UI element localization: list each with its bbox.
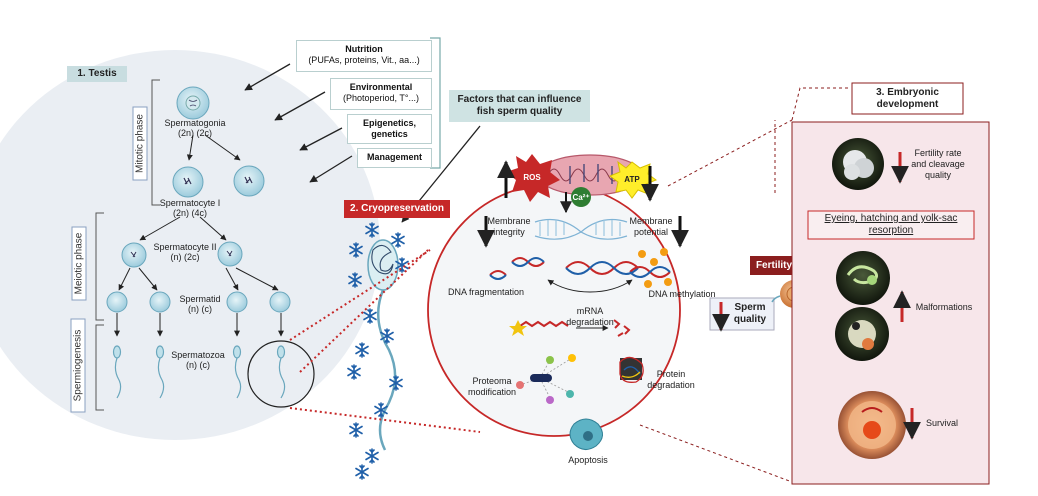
spermatocyte1-name: Spermatocyte I	[159, 198, 221, 208]
lineage-arrows	[114, 134, 284, 337]
spermiogenesis-label: Spermiogenesis	[70, 318, 86, 413]
mrna-fragments	[613, 319, 631, 337]
atp-label: ATP	[624, 175, 640, 184]
protein-label-1: Protein	[656, 369, 686, 379]
mrna-cap	[509, 320, 527, 336]
dna-center	[565, 261, 639, 275]
proteoma-label-2: modification	[467, 387, 517, 397]
environmental-title: Environmental	[349, 82, 413, 92]
environmental-factor: Environmental (Photoperiod, T°...)	[330, 78, 432, 110]
nutrition-detail: (PUFAs, proteins, Vit., aa...)	[308, 55, 420, 65]
cleavage-egg-image	[832, 138, 884, 190]
mitotic-bracket	[151, 79, 160, 206]
mrna-label-1: mRNA	[576, 306, 604, 316]
factors-title-box	[449, 90, 590, 122]
membrane-potential-1: Membrane	[629, 216, 673, 226]
protein-label-2: degradation	[647, 380, 695, 390]
cryo-title: 2. Cryopreservation	[350, 203, 444, 214]
spermiogenesis-bracket	[95, 324, 104, 411]
epigenetics-title-2: genetics	[371, 129, 408, 139]
spermatozoa-name: Spermatozoa	[171, 350, 225, 360]
proteoma-label-1: Proteoma	[472, 376, 512, 386]
methyl-groups	[638, 248, 672, 288]
cryo-title-box	[344, 200, 450, 218]
spermatocyte1-ploidy: (2n) (4c)	[172, 208, 207, 218]
fertility-rate-1: Fertility rate	[914, 148, 962, 158]
embryo-title-2: development	[876, 99, 939, 110]
spermatid-cells	[106, 291, 291, 313]
fertility-rate-3: quality	[924, 170, 951, 180]
spermatozoon-highlight-circle	[247, 340, 315, 408]
hatching-larva-image	[836, 251, 890, 305]
calcium-ion	[571, 187, 591, 207]
zoom-lines	[289, 249, 481, 433]
proteoma-nodes	[516, 354, 576, 404]
factor-arrows	[244, 63, 353, 183]
protein-blob	[619, 356, 644, 383]
management-factor: Management	[357, 148, 432, 168]
malformations-label: Malformations	[915, 302, 973, 312]
survival-embryo-image	[838, 391, 906, 459]
eyeing-label-2: resorption	[868, 225, 914, 236]
spermatozoa-cells	[112, 345, 286, 399]
spermatogonia-cell	[176, 86, 210, 120]
spermatocyte2-cell-b	[217, 241, 243, 267]
spermatocyte2-ploidy: (n) (2c)	[170, 252, 200, 262]
apoptosis-cell	[569, 418, 603, 450]
membrane-integrity-1: Membrane	[487, 216, 531, 226]
mitotic-phase-label: Mitotic phase	[132, 106, 148, 181]
embryo-title-1: 3. Embryonic	[876, 87, 939, 98]
fertility-label: Fertility	[755, 260, 793, 271]
epigenetics-factor: Epigenetics, genetics	[347, 114, 432, 144]
sperm-quality-1: Sperm	[734, 302, 766, 313]
mrna-strand	[519, 320, 569, 328]
survival-label: Survival	[925, 418, 958, 428]
membrane	[534, 219, 628, 240]
spermatocyte1-cell-b	[233, 165, 265, 197]
fertility-rate-2: and cleavage	[911, 159, 965, 169]
mrna-label-2: degradation	[566, 317, 614, 327]
factors-title-1: Factors that can influence	[457, 94, 582, 105]
dna-fragmentation-label: DNA fragmentation	[447, 287, 525, 297]
factors-title-2: fish sperm quality	[476, 106, 563, 117]
ros-burst	[506, 154, 560, 202]
spermatogonia-name: Spermatogonia	[164, 118, 226, 128]
ros-label: ROS	[523, 173, 541, 182]
membrane-integrity-2: integrity	[493, 227, 525, 237]
eyeing-label-1: Eyeing, hatching and yolk-sac	[824, 213, 958, 224]
dna-methylation-label: DNA methylation	[648, 289, 716, 299]
spermatogonia-ploidy: (2n) (2c)	[177, 128, 212, 138]
embryo-title-box	[851, 82, 964, 115]
panel-zoom-lines	[639, 87, 850, 483]
testis-background	[0, 50, 380, 440]
sperm-quality-2: quality	[733, 314, 767, 325]
spermatid-name: Spermatid	[179, 294, 221, 304]
spermatocyte2-name: Spermatocyte II	[153, 242, 217, 252]
dna-fragmented	[489, 257, 545, 280]
dna-split-arrows	[547, 279, 633, 293]
spermatid-ploidy: (n) (c)	[188, 304, 212, 314]
testis-title: 1. Testis	[67, 66, 127, 82]
meiotic-phase-label: Meiotic phase	[71, 226, 87, 301]
factors-bracket	[430, 37, 441, 169]
malformed-embryo-image	[835, 307, 889, 361]
spermatozoa-ploidy: (n) (c)	[186, 360, 210, 370]
nutrition-factor: Nutrition (PUFAs, proteins, Vit., aa...)	[296, 40, 432, 72]
calcium-label: Ca²⁺	[572, 193, 590, 202]
cryo-sperm	[367, 239, 399, 451]
nutrition-title: Nutrition	[345, 44, 383, 54]
epigenetics-title-1: Epigenetics,	[362, 118, 416, 128]
spermatocyte2-cell-a	[121, 242, 147, 268]
management-title: Management	[366, 152, 422, 162]
membrane-potential-2: potential	[633, 227, 669, 237]
dna-methylated	[629, 266, 671, 278]
environmental-detail: (Photoperiod, T°...)	[343, 93, 419, 103]
meiotic-bracket	[95, 212, 104, 321]
spermatocyte1-cell-a	[172, 166, 204, 198]
eyeing-box	[807, 210, 975, 240]
apoptosis-label: Apoptosis	[568, 455, 608, 465]
fertility-box	[750, 256, 798, 275]
